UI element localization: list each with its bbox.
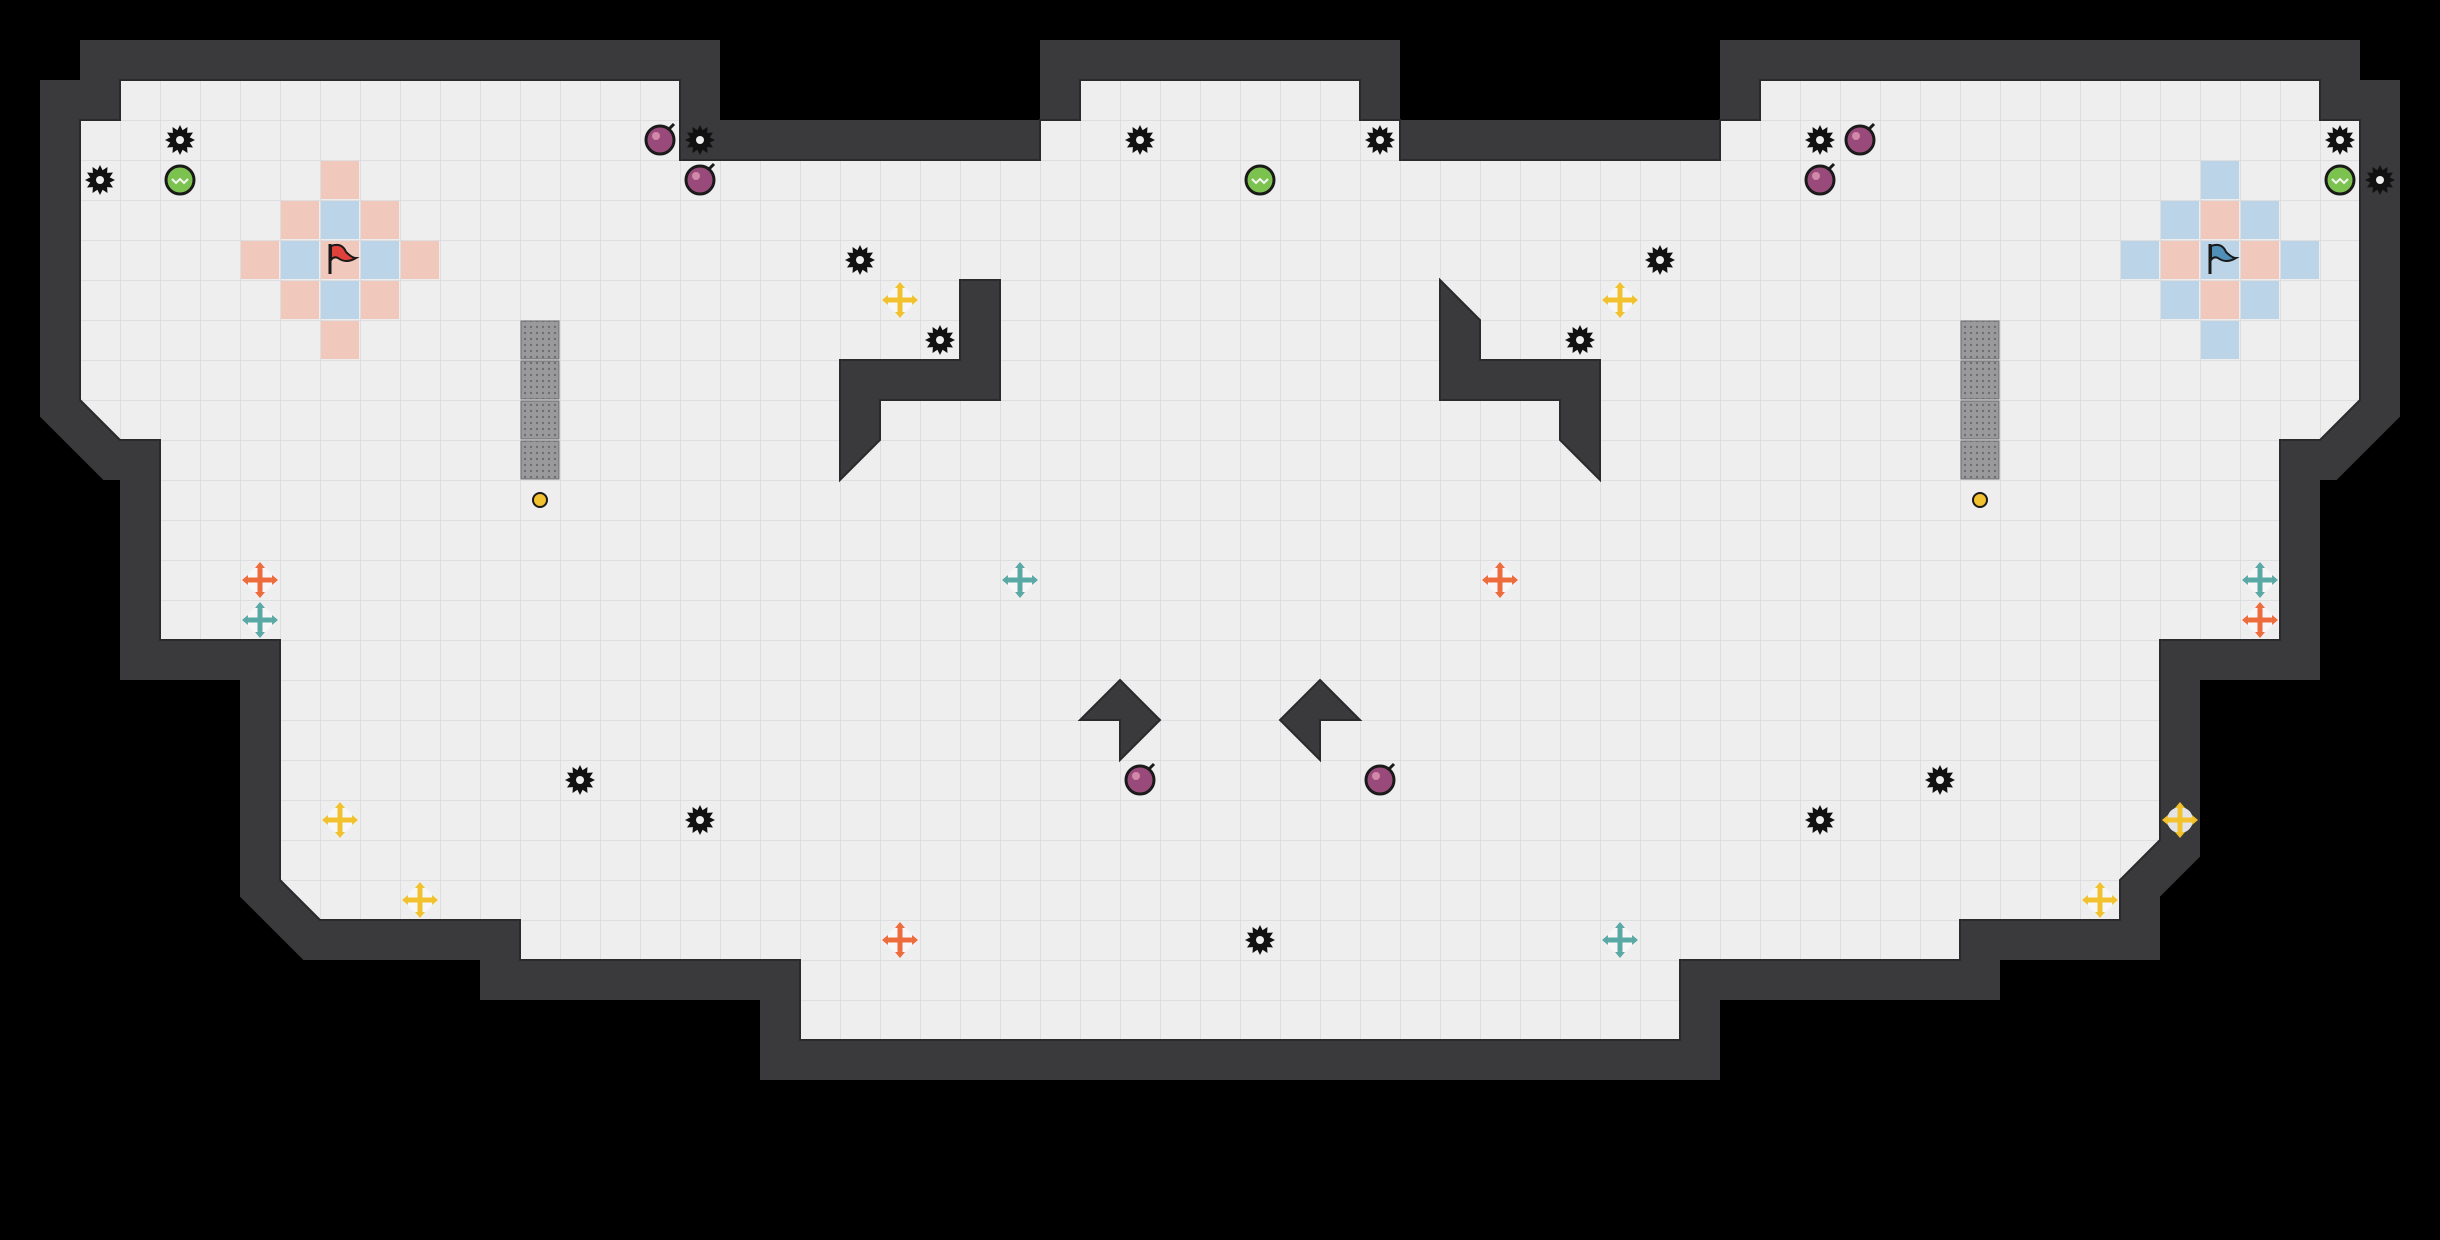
arena-floor — [79, 79, 2361, 1041]
blue-zone-tile — [2281, 241, 2319, 279]
bomb-icon — [1844, 122, 1876, 156]
boost-icon — [1002, 562, 1038, 598]
boost-icon — [2242, 562, 2278, 598]
bomb-icon — [1124, 762, 1156, 796]
spike-icon — [1645, 245, 1675, 275]
spike-icon — [1365, 125, 1395, 155]
flag-icon — [2208, 243, 2240, 274]
boost-icon — [2242, 602, 2278, 638]
powerup-icon — [1244, 164, 1276, 196]
spike-icon — [685, 805, 715, 835]
blue-zone-tile — [2201, 201, 2239, 239]
spike-icon — [1805, 125, 1835, 155]
powerup-icon — [164, 164, 196, 196]
red-zone-tile — [361, 201, 399, 239]
blue-zone-tile — [2161, 201, 2199, 239]
spike-icon — [1925, 765, 1955, 795]
red-zone-tile — [401, 241, 439, 279]
blue-zone-tile — [2241, 241, 2279, 279]
bomb-icon — [1804, 162, 1836, 196]
boost-icon — [1602, 922, 1638, 958]
spike-icon — [1805, 805, 1835, 835]
wall-gap — [0, 0, 120, 40]
red-zone-tile — [281, 281, 319, 319]
button-icon — [532, 492, 548, 508]
blue-zone-tile — [2161, 241, 2199, 279]
spike-icon — [845, 245, 875, 275]
boost-icon — [2162, 802, 2198, 838]
wall-gap — [2320, 0, 2440, 40]
boost-icon — [2082, 882, 2118, 918]
spike-icon — [2365, 165, 2395, 195]
spike-icon — [565, 765, 595, 795]
spike-icon — [1245, 925, 1275, 955]
inner-wall — [839, 279, 1001, 483]
boost-icon — [242, 562, 278, 598]
red-zone-tile — [241, 241, 279, 279]
blue-zone-tile — [2201, 281, 2239, 319]
flag-icon — [328, 243, 360, 274]
powerup-icon — [2324, 164, 2356, 196]
blue-zone-tile — [2201, 321, 2239, 359]
red-zone-tile — [281, 201, 319, 239]
wall-gap — [1360, 0, 1760, 40]
spike-icon — [925, 325, 955, 355]
team-zones — [241, 161, 2319, 359]
blue-zone-tile — [2121, 241, 2159, 279]
blue-zone-tile — [2201, 161, 2239, 199]
red-zone-tile — [281, 241, 319, 279]
wall-gap — [1400, 40, 1720, 120]
wall-gap — [680, 0, 1080, 40]
bomb-icon — [644, 122, 676, 156]
red-zone-tile — [321, 161, 359, 199]
inner-wall — [1077, 678, 1162, 763]
boost-icon — [322, 802, 358, 838]
blue-zone-tile — [2241, 281, 2279, 319]
spike-icon — [685, 125, 715, 155]
button-icon — [1972, 492, 1988, 508]
gate-icon — [1960, 320, 2000, 480]
blue-zone-tile — [2241, 201, 2279, 239]
floor-layer — [79, 79, 2361, 1041]
bomb-icon — [684, 162, 716, 196]
spike-icon — [1565, 325, 1595, 355]
boost-icon — [882, 922, 918, 958]
red-zone-tile — [321, 201, 359, 239]
boost-icon — [882, 282, 918, 318]
bomb-icon — [1364, 762, 1396, 796]
boost-icon — [402, 882, 438, 918]
boost-icon — [242, 602, 278, 638]
spike-icon — [1125, 125, 1155, 155]
red-zone-tile — [361, 241, 399, 279]
spike-icon — [165, 125, 195, 155]
spike-icon — [85, 165, 115, 195]
spike-icon — [2325, 125, 2355, 155]
boost-icon — [1602, 282, 1638, 318]
wall-gap — [720, 40, 1040, 120]
boost-icon — [1482, 562, 1518, 598]
blue-zone-tile — [2161, 281, 2199, 319]
inner-wall — [1278, 678, 1363, 763]
gate-icon — [520, 320, 560, 480]
entities — [85, 122, 2395, 958]
obstacles — [839, 277, 1601, 763]
inner-wall — [1439, 277, 1601, 483]
red-zone-tile — [321, 281, 359, 319]
red-zone-tile — [361, 281, 399, 319]
red-zone-tile — [321, 321, 359, 359]
